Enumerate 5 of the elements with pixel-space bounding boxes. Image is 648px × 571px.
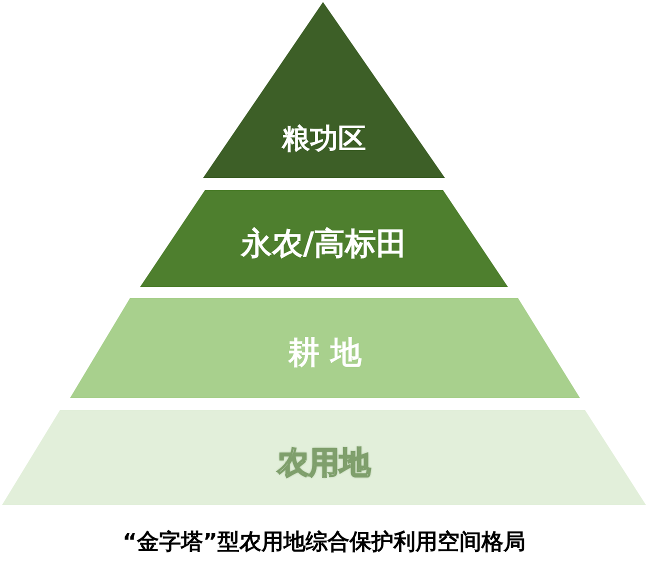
tier-label: 耕 地 — [287, 334, 363, 373]
tier-label: 粮功区 — [280, 121, 367, 157]
tier-label: 农用地 — [276, 444, 372, 483]
tier-label: 永农/高标田 — [240, 225, 408, 264]
caption: “金字塔”型农用地综合保护利用空间格局 — [122, 528, 526, 557]
